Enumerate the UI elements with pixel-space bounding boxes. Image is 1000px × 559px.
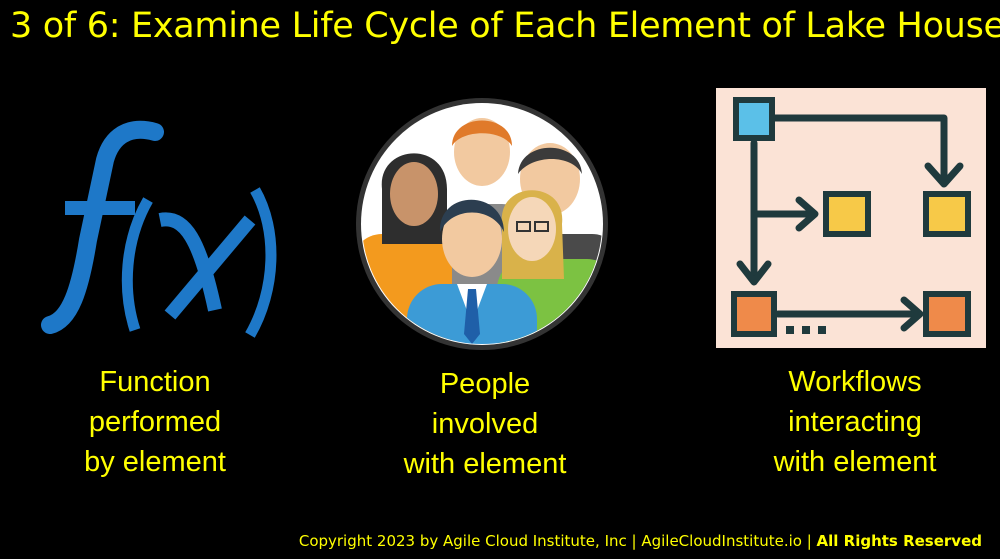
people-caption: People involved with element [360, 364, 610, 484]
workflow-diagram-icon [716, 88, 986, 348]
slide-title: 3 of 6: Examine Life Cycle of Each Eleme… [10, 6, 1000, 46]
function-caption: Function performed by element [30, 362, 280, 482]
footer-rights: All Rights Reserved [816, 532, 982, 550]
copyright-footer: Copyright 2023 by Agile Cloud Institute,… [299, 532, 982, 550]
caption-line: with element [773, 446, 937, 478]
people-group-icon [352, 94, 612, 354]
caption-line: Workflows [788, 366, 922, 398]
caption-line: interacting [788, 406, 922, 438]
caption-line: Function [99, 366, 211, 398]
caption-line: performed [88, 406, 222, 438]
caption-line: People [439, 368, 531, 400]
caption-line: by element [84, 446, 226, 478]
caption-line: involved [431, 408, 539, 440]
workflows-caption: Workflows interacting with element [720, 362, 990, 482]
caption-line: with element [403, 448, 567, 480]
footer-text: Copyright 2023 by Agile Cloud Institute,… [298, 532, 817, 550]
function-fx-icon [10, 120, 290, 340]
